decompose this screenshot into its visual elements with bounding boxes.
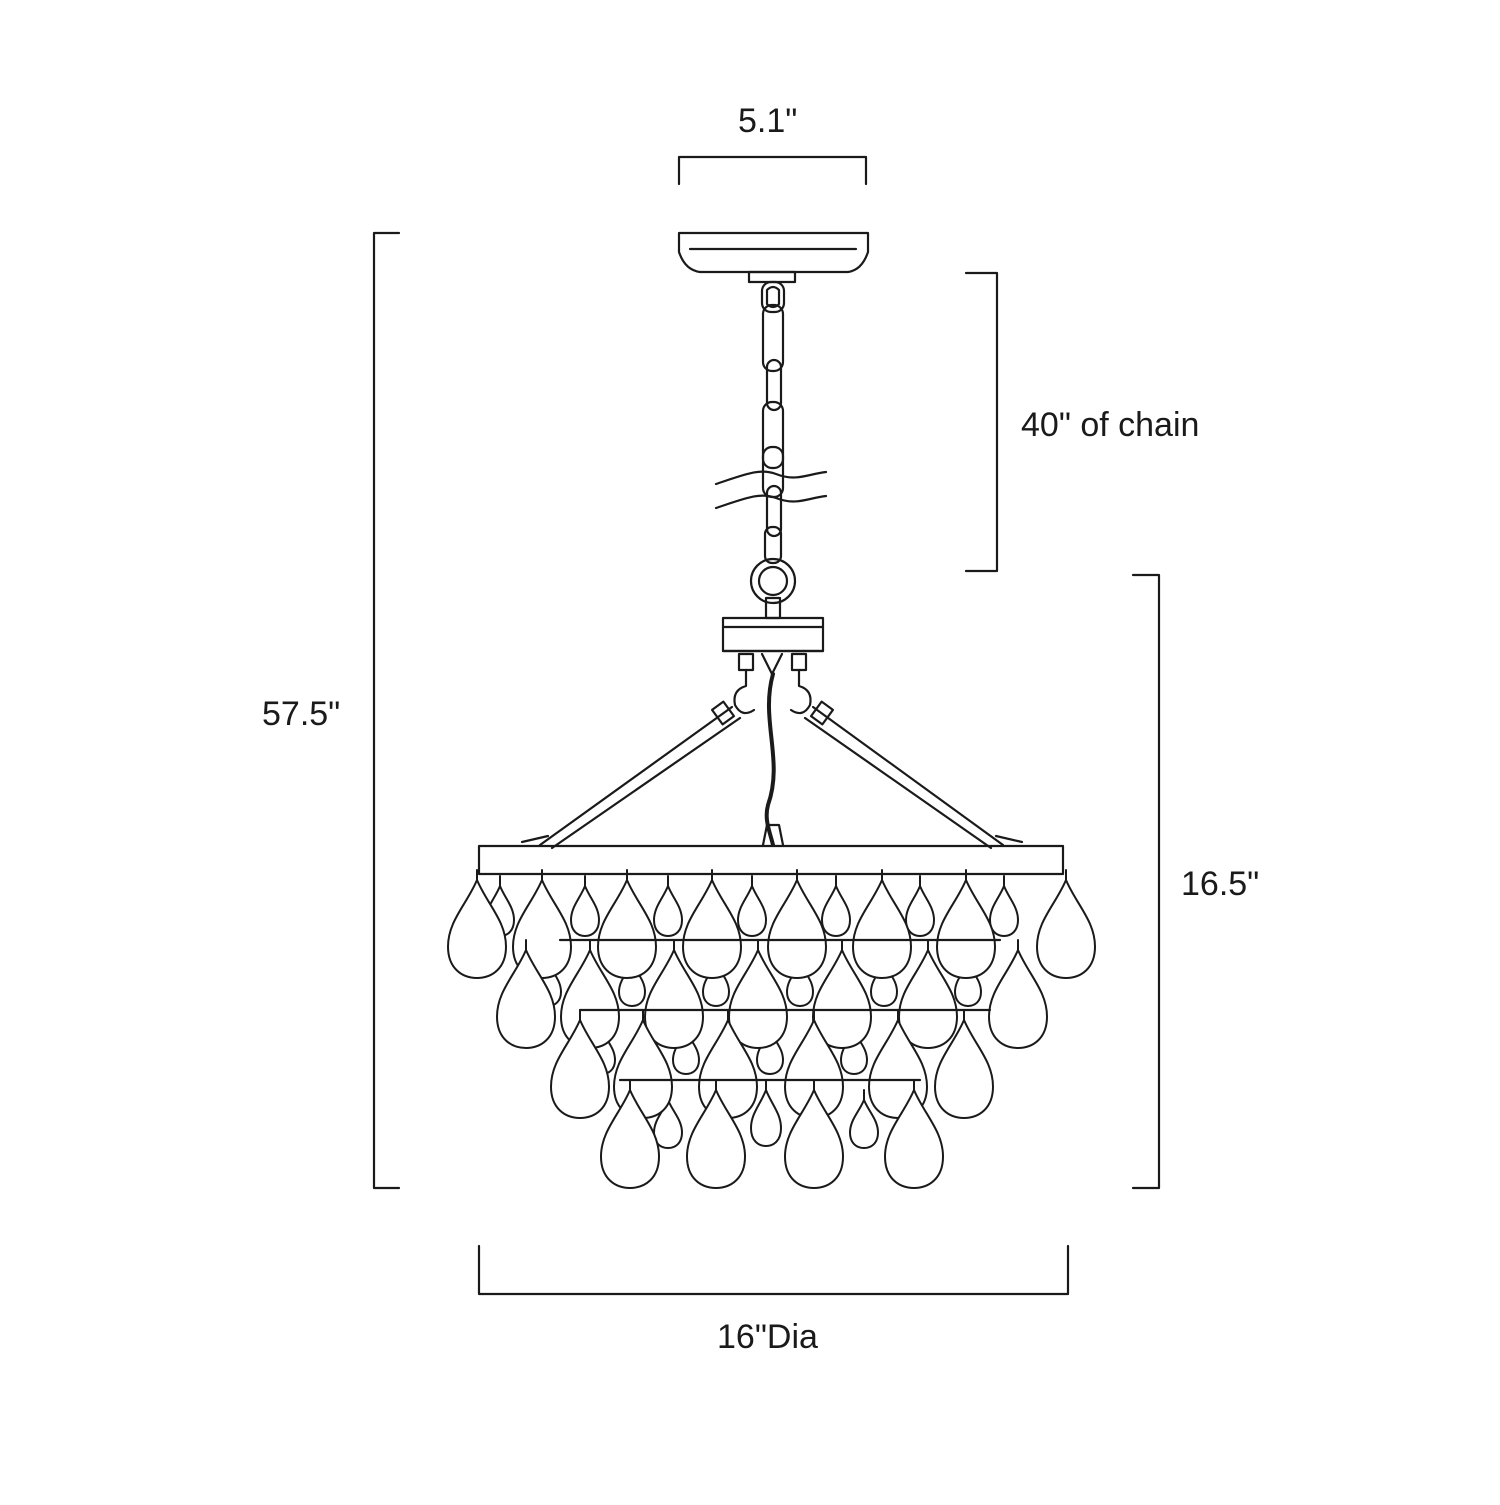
crystal-drop	[849, 1099, 879, 1149]
crystal-drop	[821, 885, 851, 937]
overall-height-bracket	[372, 231, 401, 1190]
overall-height-label: 57.5"	[262, 695, 341, 733]
fixture-cap	[721, 616, 825, 715]
crystal-drop	[934, 1019, 994, 1119]
crystal-drop	[812, 949, 872, 1049]
crystal-drop	[840, 1029, 868, 1075]
chain-length-bracket	[964, 271, 999, 573]
crystal-drop	[597, 879, 657, 979]
crystal-drop	[936, 879, 996, 979]
crystal-drop	[756, 1029, 784, 1075]
crystal-drop	[653, 885, 683, 937]
main-ring	[477, 844, 1065, 876]
crystal-drop	[784, 1089, 844, 1189]
crystal-drop	[644, 949, 704, 1049]
crystal-drop	[702, 961, 730, 1007]
canopy-width-label: 5.1"	[738, 102, 798, 140]
crystal-drop	[870, 961, 898, 1007]
crystal-drop	[682, 879, 742, 979]
crystal-drop	[988, 949, 1048, 1049]
crystal-drop	[728, 949, 788, 1049]
diameter-label: 16"Dia	[717, 1318, 818, 1356]
inner-tier-rods	[558, 938, 1002, 1082]
diameter-bracket	[477, 1244, 1070, 1296]
crystal-drop	[737, 885, 767, 937]
crystal-drop	[686, 1089, 746, 1189]
crystal-drops	[447, 869, 1096, 1189]
power-cord	[761, 672, 785, 847]
chain-length-label: 40" of chain	[1021, 406, 1200, 444]
crystal-drop	[1036, 879, 1096, 979]
support-rods	[520, 700, 1024, 850]
crystal-drop	[954, 961, 982, 1007]
crystal-drop	[750, 1089, 782, 1147]
crystal-drop	[447, 879, 507, 979]
crystal-drop	[600, 1089, 660, 1189]
crystal-drop	[905, 885, 935, 937]
crystal-drop	[884, 1089, 944, 1189]
crystal-drop	[618, 961, 646, 1007]
crystal-drop	[550, 1019, 610, 1119]
crystal-drop	[898, 949, 958, 1049]
crystal-drop	[672, 1029, 700, 1075]
canopy-width-bracket	[677, 155, 868, 186]
crystal-drop	[767, 879, 827, 979]
chain-break-symbol	[714, 470, 828, 510]
ceiling-canopy	[677, 231, 870, 284]
chain	[749, 280, 797, 620]
crystal-drop	[989, 885, 1019, 937]
fixture-height-label: 16.5"	[1181, 865, 1260, 903]
crystal-drop	[653, 1099, 683, 1149]
crystal-drop	[786, 961, 814, 1007]
crystal-drop	[570, 885, 600, 937]
crystal-drop	[496, 949, 556, 1049]
fixture-height-bracket	[1131, 573, 1161, 1190]
crystal-drop	[852, 879, 912, 979]
